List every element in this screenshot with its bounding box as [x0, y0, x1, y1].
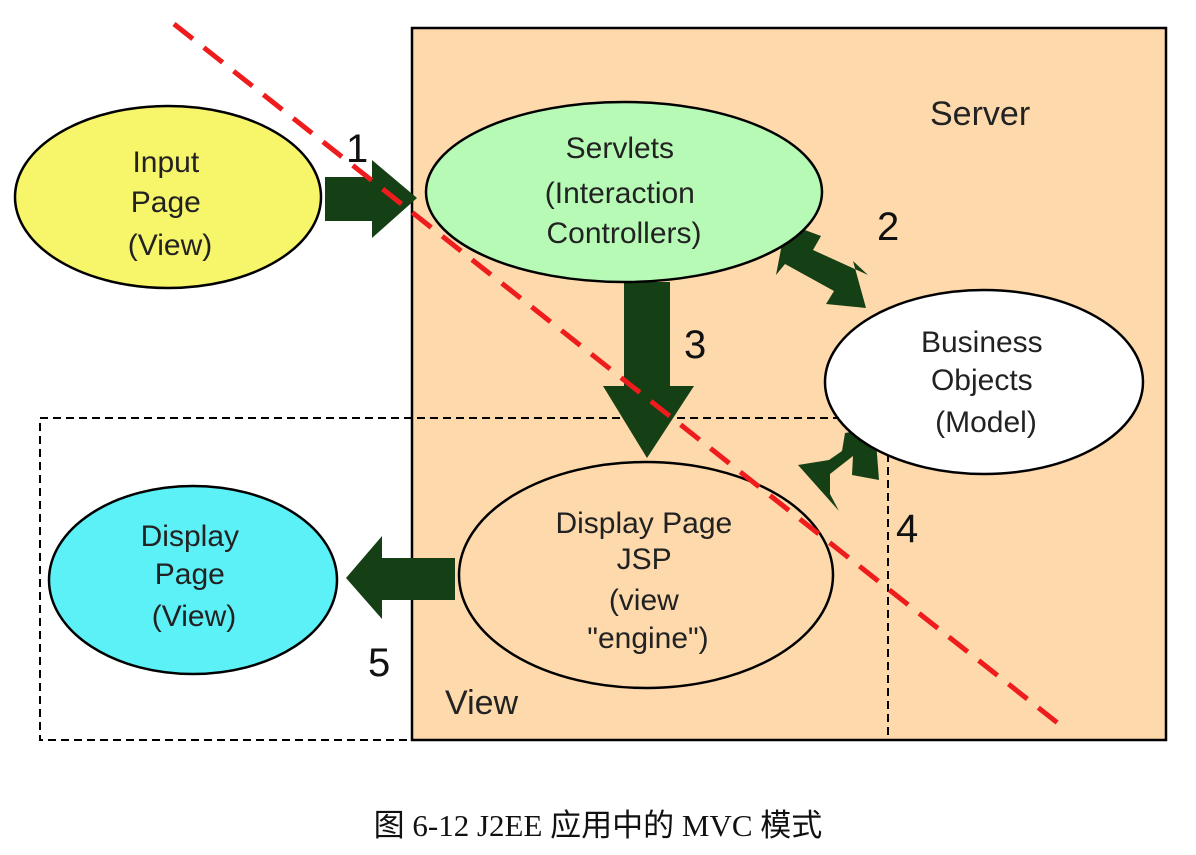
business-objects-ellipse: [823, 288, 1145, 476]
display-page-ellipse: [47, 484, 339, 676]
arrow-4: [798, 428, 879, 511]
business-objects-node: Business Objects (Model): [823, 288, 1145, 476]
display-page-line-3: (View): [152, 600, 236, 633]
step-5-number: 5: [368, 641, 390, 685]
input-page-line-3: (View): [128, 229, 212, 262]
figure-caption: 图 6-12 J2EE 应用中的 MVC 模式: [373, 808, 823, 843]
arrow-2: [776, 223, 868, 308]
servlets-ellipse: [424, 100, 824, 284]
step-2-number: 2: [877, 205, 899, 249]
display-jsp-node: Display Page JSP (view "engine"): [457, 460, 835, 690]
display-jsp-line-2: JSP: [617, 543, 671, 576]
server-label: Server: [930, 95, 1030, 133]
input-page-label: Input Page (View): [128, 146, 212, 262]
business-objects-label: Business Objects (Model): [921, 326, 1051, 439]
arrow-3: [603, 282, 694, 458]
mvc-diagram: Server View Input Page (View) Servlets (…: [13, 22, 1168, 742]
business-objects-line-3: (Model): [935, 406, 1037, 439]
view-region: [39, 417, 889, 741]
input-page-node: Input Page (View): [13, 104, 323, 290]
display-page-node: Display Page (View): [47, 484, 339, 676]
step-4-number: 4: [896, 507, 918, 551]
display-page-label: Display Page (View): [141, 520, 248, 633]
display-jsp-ellipse: [457, 460, 835, 690]
step-1-number: 1: [346, 127, 368, 171]
servlets-line-2: (Interaction: [545, 177, 695, 210]
input-page-line-2: Page: [131, 186, 201, 219]
display-jsp-line-3: (view: [609, 584, 679, 617]
arrow-5: [346, 536, 455, 619]
display-jsp-line-4: "engine"): [587, 622, 708, 655]
business-objects-line-2: Objects: [931, 364, 1033, 397]
display-jsp-label: Display Page JSP (view "engine"): [555, 507, 740, 655]
input-page-line-1: Input: [132, 146, 199, 179]
view-label: View: [445, 684, 519, 722]
business-objects-line-1: Business: [921, 326, 1043, 359]
display-page-line-1: Display: [141, 520, 239, 553]
servlets-node: Servlets (Interaction Controllers): [424, 100, 824, 284]
input-page-ellipse: [13, 104, 323, 290]
display-jsp-line-1: Display Page: [555, 507, 732, 540]
servlets-line-3: Controllers): [546, 217, 701, 250]
servlets-label: Servlets (Interaction Controllers): [545, 132, 703, 250]
step-3-number: 3: [684, 323, 706, 367]
arrow-1: [325, 160, 417, 238]
display-page-line-2: Page: [155, 558, 225, 591]
servlets-line-1: Servlets: [566, 132, 674, 165]
